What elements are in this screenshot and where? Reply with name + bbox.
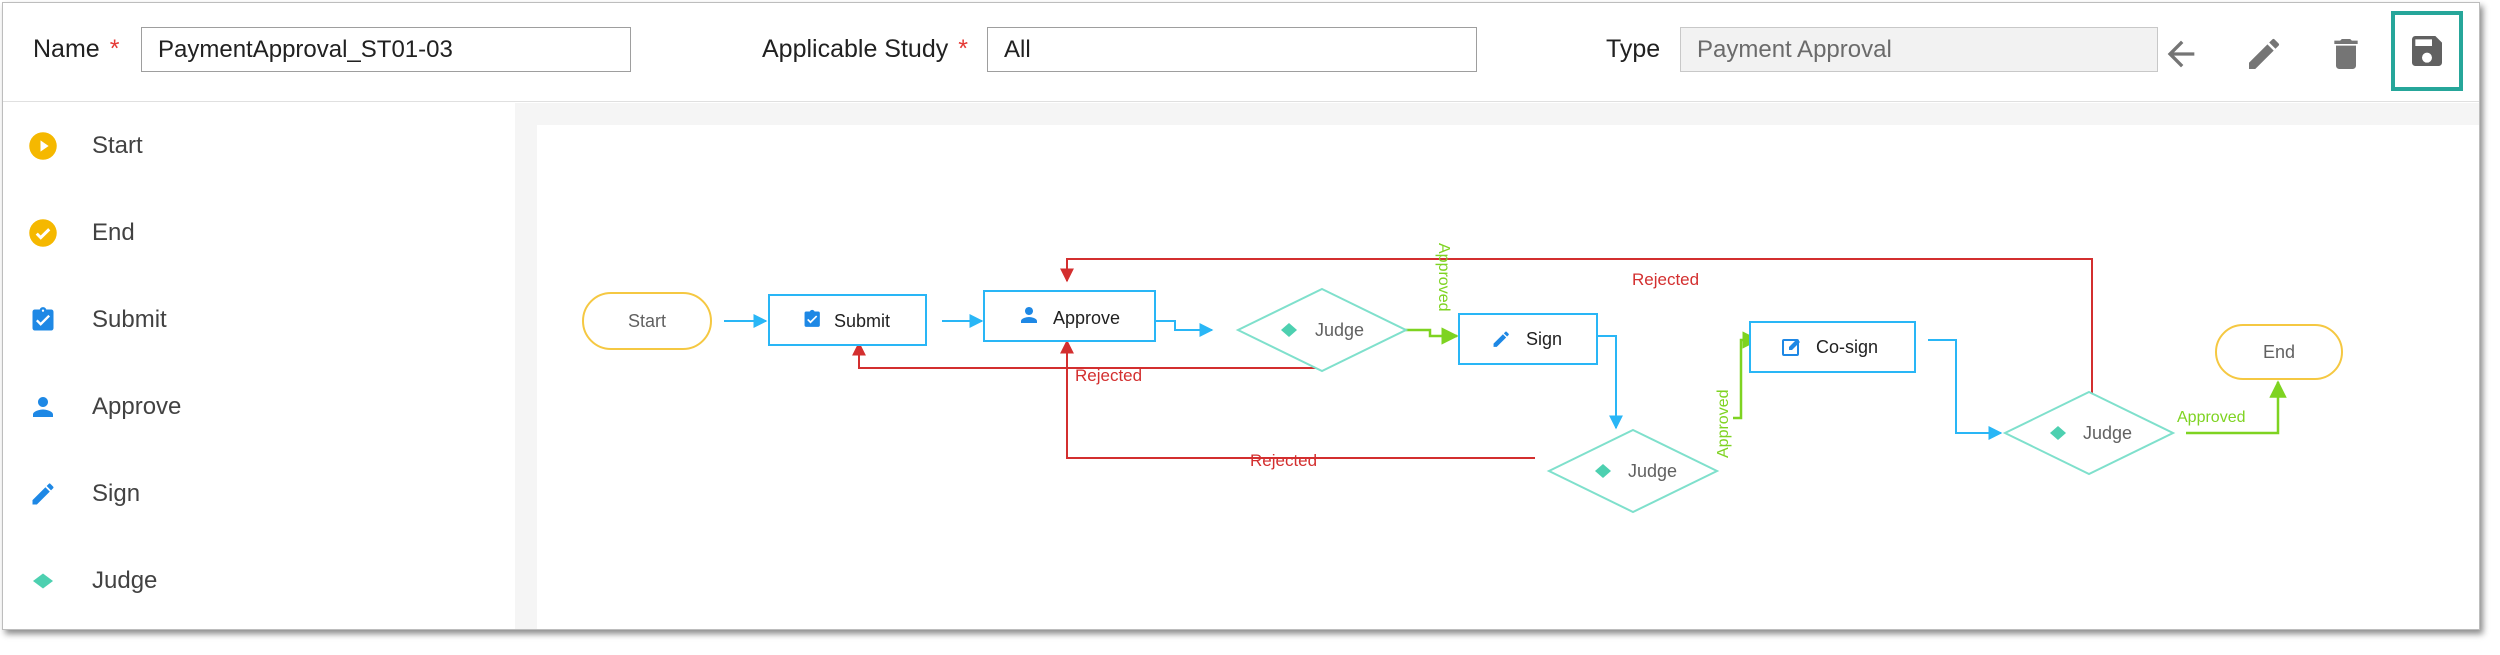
palette-label: Judge: [92, 567, 158, 594]
node-label: Co-sign: [1816, 337, 1878, 357]
edge-label-rejected: Rejected: [1075, 366, 1142, 385]
person-icon: [1021, 307, 1037, 323]
palette-item-start[interactable]: Start: [3, 116, 515, 176]
palette-item-end[interactable]: End: [3, 203, 515, 263]
node-label: End: [2263, 342, 2295, 362]
name-label: Name*: [33, 35, 120, 63]
node-palette: Start End Submit Approve Sign: [3, 103, 515, 629]
node-label: Judge: [2083, 423, 2132, 443]
flow-node-judge-1[interactable]: Judge: [1235, 287, 1409, 373]
flow-canvas[interactable]: Rejected Rejected Rejected Approved Appr…: [537, 125, 2479, 629]
flow-canvas-area: Rejected Rejected Rejected Approved Appr…: [515, 103, 2479, 629]
name-input[interactable]: [141, 27, 631, 72]
palette-item-judge[interactable]: Judge: [3, 551, 515, 611]
flow-node-judge-3[interactable]: Judge: [2002, 390, 2176, 476]
edge-judge2-approve: [1060, 339, 1535, 459]
check-circle-icon: [27, 217, 59, 249]
node-label: Submit: [834, 311, 890, 331]
back-button[interactable]: [2148, 21, 2214, 87]
edge-label-rejected: Rejected: [1632, 270, 1699, 289]
flow-diagram: Rejected Rejected Rejected Approved Appr…: [582, 243, 2343, 514]
edge-label-approved: Approved: [1715, 390, 1732, 459]
palette-item-sign[interactable]: Sign: [3, 464, 515, 524]
flow-node-approve[interactable]: Approve: [983, 290, 1156, 342]
palette-label: Sign: [92, 480, 141, 507]
flow-node-end[interactable]: End: [2215, 324, 2343, 380]
flow-node-cosign[interactable]: Co-sign: [1749, 321, 1916, 373]
save-button[interactable]: [2391, 11, 2463, 91]
edge-judge3-approve: [1060, 258, 2093, 405]
palette-label: End: [92, 219, 135, 246]
pencil-icon: [27, 478, 59, 510]
save-floppy-icon: [2412, 36, 2442, 66]
edit-note-icon: [1782, 339, 1800, 356]
applicable-study-label: Applicable Study*: [762, 35, 968, 63]
edge-judge1-sign: [1404, 327, 1459, 345]
clipboard-check-icon: [27, 304, 59, 336]
palette-label: Start: [92, 132, 143, 159]
type-label: Type: [1606, 35, 1661, 63]
edge-label-approved: Approved: [2177, 409, 2246, 426]
flow-node-start[interactable]: Start: [582, 292, 712, 350]
clipboard-check-icon: [804, 309, 820, 327]
edge-label-approved: Approved: [1435, 243, 1452, 312]
workflow-editor-window: Name* Applicable Study* Type Start: [2, 2, 2480, 630]
diamond-icon: [27, 565, 59, 597]
edge-judge3-end: [2186, 380, 2287, 435]
flow-node-submit[interactable]: Submit: [768, 294, 927, 346]
header-toolbar: Name* Applicable Study* Type: [3, 3, 2479, 102]
edge-approve-judge1: [1152, 320, 1214, 337]
required-mark: *: [109, 35, 120, 63]
node-label: Judge: [1315, 320, 1364, 340]
back-arrow-icon: [2167, 40, 2195, 68]
delete-trash-icon: [2334, 39, 2358, 69]
play-circle-icon: [27, 130, 59, 162]
palette-item-submit[interactable]: Submit: [3, 290, 515, 350]
flow-node-judge-2[interactable]: Judge: [1546, 428, 1720, 514]
forward-edges: [724, 314, 2003, 440]
edge-cosign-judge3: [1928, 339, 2003, 440]
node-label: Sign: [1526, 329, 1562, 349]
edit-pencil-icon: [2249, 38, 2280, 69]
flow-node-sign[interactable]: Sign: [1458, 313, 1598, 365]
required-mark: *: [958, 35, 968, 63]
palette-label: Submit: [92, 306, 167, 333]
node-label: Judge: [1628, 461, 1677, 481]
diamond-icon: [2050, 426, 2066, 440]
palette-label: Approve: [92, 393, 182, 420]
delete-button[interactable]: [2313, 21, 2379, 87]
node-label: Approve: [1053, 308, 1120, 328]
applicable-study-input[interactable]: [987, 27, 1477, 72]
pencil-icon: [1493, 331, 1509, 347]
edge-label-rejected: Rejected: [1250, 451, 1317, 470]
diamond-icon: [1281, 323, 1297, 337]
palette-item-approve[interactable]: Approve: [3, 377, 515, 437]
edit-button[interactable]: [2231, 21, 2297, 87]
rejected-edges: [852, 258, 2093, 459]
node-label: Start: [628, 311, 666, 331]
edge-sign-judge2: [1590, 335, 1623, 430]
person-icon: [27, 391, 59, 423]
edge-judge1-submit: [852, 341, 1323, 369]
type-input: [1680, 27, 2158, 72]
diamond-icon: [1595, 464, 1611, 478]
